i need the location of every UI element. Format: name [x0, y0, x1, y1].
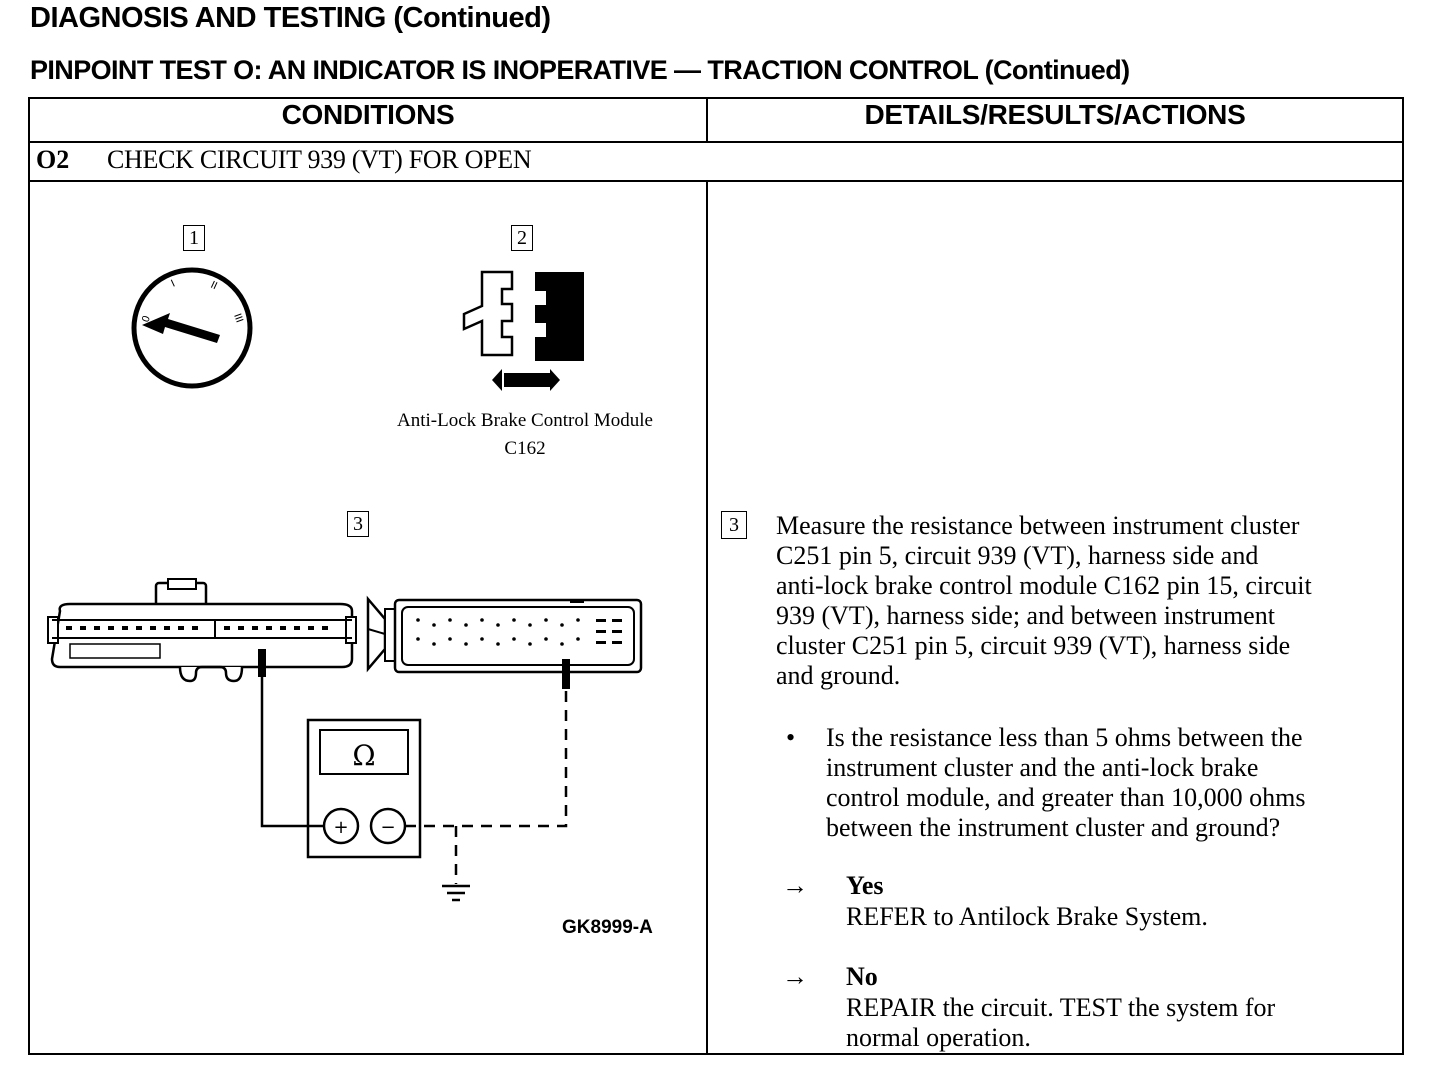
ignition-label-off: 0: [140, 314, 153, 324]
page-heading: DIAGNOSIS AND TESTING (Continued): [30, 2, 551, 34]
test-illustration: 0 I II III: [47, 267, 643, 902]
module-caption: Anti-Lock Brake Control Module: [397, 410, 653, 431]
instrument-cluster-connector-icon: [47, 578, 357, 683]
details-callout-3: 3: [721, 511, 747, 539]
connector-caption: C162: [504, 438, 546, 459]
resistance-question: Is the resistance less than 5 ohms betwe…: [826, 723, 1306, 842]
figure-code: GK8999-A: [562, 917, 653, 938]
yes-label: Yes: [846, 871, 884, 900]
disconnected-connector-icon: [462, 270, 584, 391]
no-label: No: [846, 962, 878, 991]
pinpoint-test-title: PINPOINT TEST O: AN INDICATOR IS INOPERA…: [30, 55, 1130, 85]
table-header: CONDITIONS DETAILS/RESULTS/ACTIONS: [30, 99, 1402, 143]
yes-action: REFER to Antilock Brake System.: [846, 902, 1208, 931]
positive-terminal-label: +: [333, 817, 348, 838]
abs-module-connector-icon: [366, 595, 643, 689]
callout-1: 1: [183, 225, 205, 251]
ground-icon: [442, 884, 470, 902]
test-lead-solid: [260, 677, 324, 828]
ignition-label-start: III: [231, 312, 244, 324]
yes-arrow-icon: →: [782, 871, 808, 900]
ohmmeter-icon: Ω + −: [306, 718, 422, 859]
header-divider: [706, 99, 708, 141]
step-row: O2 CHECK CIRCUIT 939 (VT) FOR OPEN: [30, 141, 1402, 182]
no-action: REPAIR the circuit. TEST the system for …: [846, 993, 1276, 1052]
ignition-label-acc: I: [170, 279, 177, 290]
step-number: O2: [36, 145, 70, 174]
ignition-switch-icon: 0 I II III: [131, 267, 253, 389]
details-column-header: DETAILS/RESULTS/ACTIONS: [864, 99, 1246, 130]
question-bullet: •: [786, 723, 796, 752]
negative-terminal-label: −: [380, 817, 395, 838]
conditions-column-header: CONDITIONS: [281, 99, 455, 130]
pinpoint-table: CONDITIONS DETAILS/RESULTS/ACTIONS O2 CH…: [28, 97, 1404, 1055]
test-lead-dashed: [405, 689, 568, 828]
callout-2: 2: [511, 225, 533, 251]
step-title: CHECK CIRCUIT 939 (VT) FOR OPEN: [107, 145, 532, 174]
no-arrow-icon: →: [782, 962, 808, 991]
ohm-symbol: Ω: [352, 739, 375, 772]
ignition-label-run: II: [209, 280, 219, 292]
body-divider: [706, 180, 708, 1053]
measure-instruction: Measure the resistance between instrumen…: [776, 511, 1312, 690]
callout-3: 3: [347, 511, 369, 537]
